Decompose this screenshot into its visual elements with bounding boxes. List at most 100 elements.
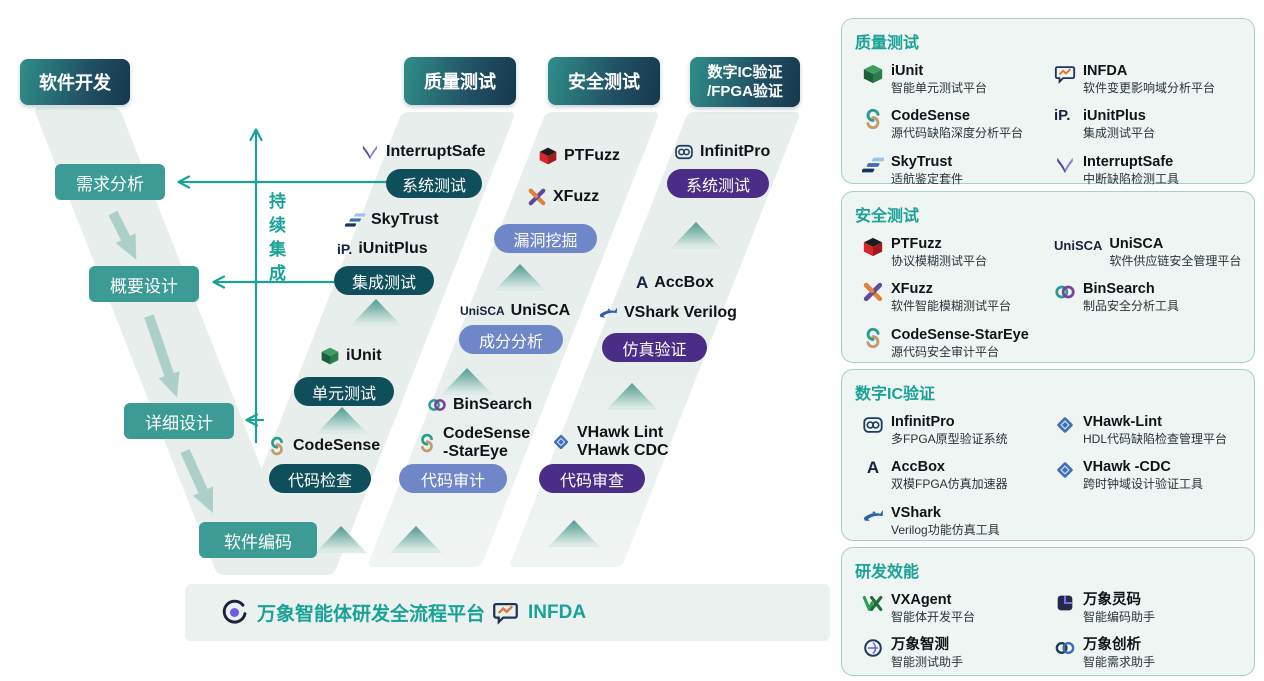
header-security-test: 安全测试: [548, 57, 660, 105]
pill-system-test: 系统测试: [386, 169, 482, 198]
list-item-vhawk-lint: VHawk-Lint HDL代码缺陷检查管理平台: [1054, 413, 1242, 447]
card-rd-efficiency: 研发效能 VXAgent 智能体开发平台 万象灵码 智能编码助手 万象智测 智能…: [841, 547, 1255, 676]
list-item-interruptsafe: InterruptSafe 中断缺陷检测工具: [1054, 153, 1242, 187]
card-quality-test: 质量测试 iUnit 智能单元测试平台 INFDA 软件变更影响域分析平台 Co…: [841, 18, 1255, 187]
list-item-vhawk-cdc: VHawk -CDC 跨时钟域设计验证工具: [1054, 458, 1242, 492]
list-item-codesense: CodeSense 源代码缺陷深度分析平台: [862, 107, 1048, 141]
list-item-binsearch: BinSearch 制品安全分析工具: [1054, 280, 1242, 314]
unisca-icon: UniSCA: [460, 304, 505, 318]
stage-detail-design: 详细设计: [124, 403, 234, 439]
list-item-iunitplus: iP. iUnitPlus 集成测试平台: [1054, 107, 1156, 141]
xfuzz-icon: [862, 281, 884, 303]
pill-code-audit: 代码审计: [399, 464, 507, 493]
infda-logo: INFDA: [492, 584, 586, 641]
pill-ic-system-test: 系统测试: [667, 169, 769, 198]
pill-integration-test: 集成测试: [334, 266, 434, 295]
stage-requirements: 需求分析: [55, 164, 165, 200]
list-item-codesense-stareye: CodeSense-StarEye 源代码安全审计平台: [862, 326, 1048, 360]
accbox-icon: A: [866, 458, 880, 478]
skytrust-icon: [862, 154, 884, 176]
interruptsafe-icon: [360, 142, 380, 162]
product-codesense-stareye: CodeSense -StarEye: [417, 425, 530, 462]
binsearch-icon: [427, 395, 447, 415]
product-unisca: UniSCA UniSCA: [460, 302, 571, 319]
accbox-icon: A: [636, 273, 649, 292]
product-skytrust: SkyTrust: [345, 210, 439, 230]
card-ic-verification: 数字IC验证 InfinitPro 多FPGA原型验证系统 VHawk-Lint…: [841, 369, 1255, 541]
product-codesense: CodeSense: [267, 436, 380, 456]
ptfuzz-icon: [538, 146, 558, 166]
list-item-chuangxi: 万象创析 智能需求助手: [1054, 636, 1242, 670]
iunitplus-icon: iP.: [337, 241, 353, 257]
list-item-skytrust: SkyTrust 适航鉴定套件: [862, 153, 1048, 187]
codesense-stareye-icon: [862, 327, 884, 349]
skytrust-icon: [345, 210, 365, 230]
chuangxi-icon: [1054, 637, 1076, 659]
product-ptfuzz: PTFuzz: [538, 146, 620, 166]
lingma-icon: [1054, 592, 1076, 614]
binsearch-icon: [1054, 281, 1076, 303]
codesense-icon: [267, 436, 287, 456]
card-title: 质量测试: [855, 35, 920, 52]
product-iunitplus: iP. iUnitPlus: [337, 240, 428, 257]
product-binsearch: BinSearch: [427, 395, 532, 415]
codesense-icon: [862, 108, 884, 130]
pill-code-check: 代码检查: [269, 464, 371, 493]
pill-code-review: 代码审查: [539, 464, 645, 493]
header-software-dev: 软件开发: [20, 59, 130, 105]
vhawk-cdc-icon: [1054, 459, 1076, 481]
product-accbox: A AccBox: [636, 273, 714, 292]
codesense-stareye-icon: [417, 433, 437, 453]
pill-simulation-verification: 仿真验证: [602, 333, 707, 362]
vhawk-lint-icon: [1054, 414, 1076, 436]
product-iunit: iUnit: [320, 346, 382, 366]
list-item-ptfuzz: PTFuzz 协议模糊测试平台: [862, 235, 1048, 269]
list-item-vxagent: VXAgent 智能体开发平台: [862, 591, 1048, 625]
product-infinitpro: InfinitPro: [674, 142, 770, 162]
product-interruptsafe: InterruptSafe: [360, 142, 486, 162]
infda-icon: [492, 599, 519, 626]
card-title: 安全测试: [855, 208, 920, 225]
list-item-infinitpro: InfinitPro 多FPGA原型验证系统: [862, 413, 1048, 447]
product-xfuzz: XFuzz: [527, 187, 599, 207]
list-item-lingma: 万象灵码 智能编码助手: [1054, 591, 1242, 625]
unisca-icon: UniSCA: [1054, 238, 1103, 253]
list-item-infda: INFDA 软件变更影响域分析平台: [1054, 62, 1242, 96]
infinitpro-icon: [674, 142, 694, 162]
vshark-icon: [862, 505, 884, 527]
platform-logo: 万象智能体研发全流程平台: [221, 584, 485, 641]
card-security-test: 安全测试 PTFuzz 协议模糊测试平台 UniSCA UniSCA 软件供应链…: [841, 191, 1255, 363]
list-item-vshark: VShark Verilog功能仿真工具: [862, 504, 1048, 538]
product-vhawk: VHawk Lint VHawk CDC: [551, 424, 669, 461]
vxagent-icon: [862, 592, 884, 614]
zhice-icon: [862, 637, 884, 659]
xfuzz-icon: [527, 187, 547, 207]
list-item-iunit: iUnit 智能单元测试平台: [862, 62, 1048, 96]
infinitpro-icon: [862, 414, 884, 436]
platform-icon: [221, 599, 248, 626]
stage-coding: 软件编码: [199, 522, 317, 558]
header-ic-verification: 数字IC验证 /FPGA验证: [690, 57, 800, 107]
platform-footer-bar: 万象智能体研发全流程平台 INFDA: [185, 584, 830, 641]
card-title: 研发效能: [855, 564, 920, 581]
list-item-accbox: A AccBox 双模FPGA仿真加速器: [862, 458, 1048, 492]
product-vshark-verilog: VShark Verilog: [598, 303, 737, 323]
ptfuzz-icon: [862, 236, 884, 258]
stage-outline-design: 概要设计: [89, 266, 199, 302]
continuous-integration-label: 持续集成: [266, 192, 285, 288]
vshark-icon: [598, 303, 618, 323]
vhawk-icon: [551, 432, 571, 452]
pill-composition-analysis: 成分分析: [459, 325, 563, 354]
list-item-xfuzz: XFuzz 软件智能模糊测试平台: [862, 280, 1048, 314]
infda-icon: [1054, 63, 1076, 85]
iunitplus-icon: iP.: [1054, 107, 1071, 125]
list-item-unisca: UniSCA UniSCA 软件供应链安全管理平台: [1054, 236, 1242, 268]
interruptsafe-icon: [1054, 154, 1076, 176]
card-title: 数字IC验证: [855, 386, 936, 403]
header-quality-test: 质量测试: [404, 57, 516, 105]
iunit-icon: [862, 63, 884, 85]
iunit-icon: [320, 346, 340, 366]
list-item-zhice: 万象智测 智能测试助手: [862, 636, 1048, 670]
pill-vuln-mining: 漏洞挖掘: [494, 224, 597, 253]
